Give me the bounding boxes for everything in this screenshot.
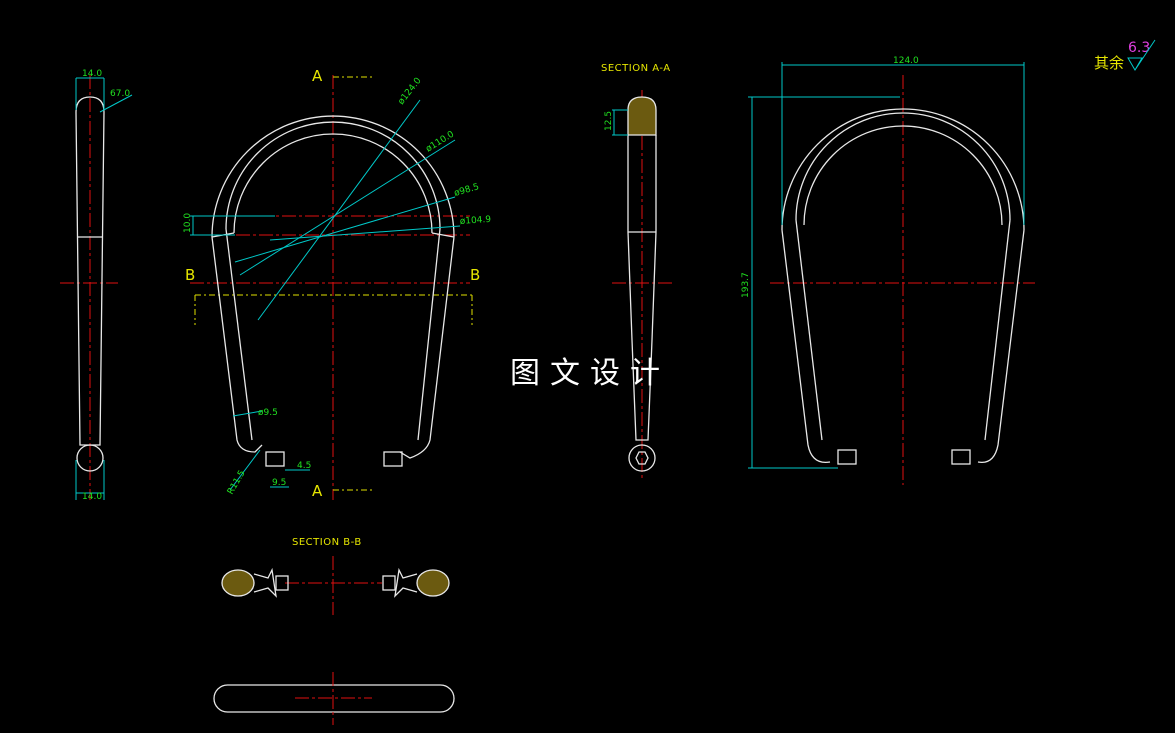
dim-dia-104-9: ø104.9	[460, 215, 492, 227]
surface-finish-symbol: 其余 6.3	[1094, 39, 1156, 72]
section-b-title: SECTION B-B	[292, 537, 362, 548]
right-view: 124.0 193.7	[741, 56, 1035, 485]
cut-marker-a-bottom: A	[312, 482, 323, 500]
cut-marker-b-left: B	[185, 266, 195, 284]
dim-dia-9-5: ø9.5	[258, 408, 278, 418]
side-view: 14.0 67.0 14.0	[60, 69, 133, 502]
dim-dia-124: ø124.0	[396, 76, 423, 107]
section-b-b: SECTION B-B	[221, 537, 450, 615]
cut-marker-b-right: B	[470, 266, 480, 284]
dim-4-5: 4.5	[297, 461, 311, 471]
section-a-title: SECTION A-A	[601, 63, 671, 74]
dim-side-top-width: 14.0	[82, 69, 102, 79]
dim-overall-width: 124.0	[893, 56, 919, 66]
surface-finish-label: 其余	[1094, 54, 1124, 72]
cut-marker-a-top: A	[312, 67, 323, 85]
dim-radius-11-5: R11.5	[226, 469, 248, 497]
front-view: ø124.0 ø110.0 ø98.5 ø104.9 10.0 ø9.5 4.5…	[183, 67, 492, 500]
watermark-text: 图文设计	[510, 356, 670, 391]
dim-9-5: 9.5	[272, 478, 286, 488]
dim-side-bottom-width: 14.0	[82, 492, 102, 502]
dim-height-10: 10.0	[183, 213, 193, 233]
dim-dia-98-5: ø98.5	[453, 182, 480, 199]
section-a-a: SECTION A-A 12.5	[601, 63, 672, 480]
dim-side-radius: 67.0	[110, 89, 130, 99]
dim-section-a-12-5: 12.5	[604, 111, 614, 131]
dim-overall-height: 193.7	[741, 272, 751, 298]
surface-finish-value: 6.3	[1128, 40, 1150, 56]
bottom-view	[213, 672, 455, 725]
